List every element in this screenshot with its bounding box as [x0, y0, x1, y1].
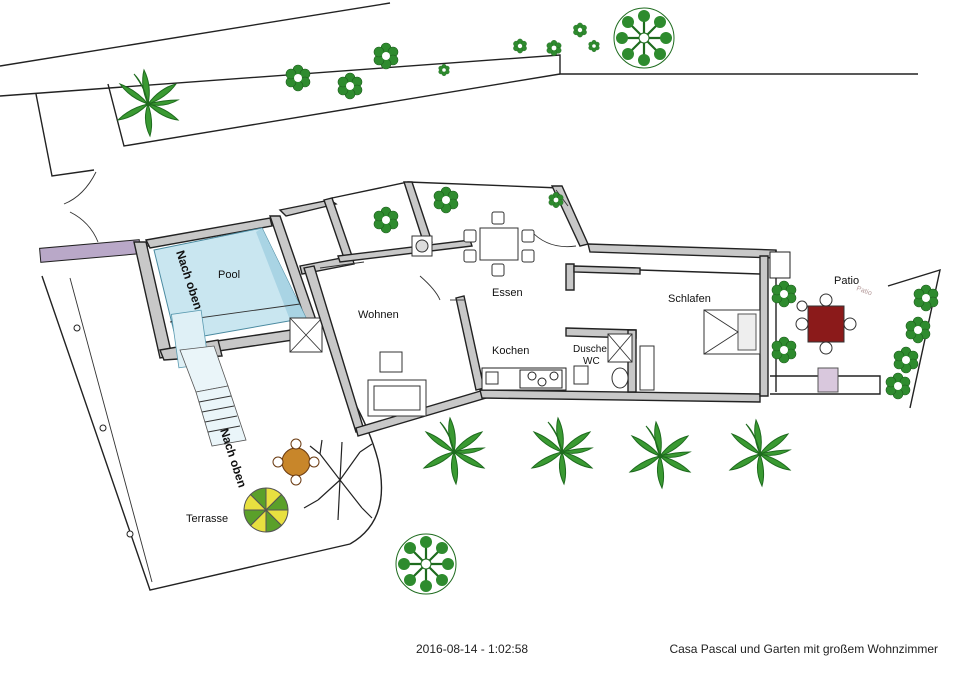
pool-area: [133, 215, 321, 369]
shrub-icon: [373, 206, 399, 234]
room-labels: Pool Wohnen Essen Kochen Schlafen Dusche…: [173, 249, 873, 525]
shrub-icon: [913, 284, 939, 312]
room-label-essen: Essen: [492, 287, 523, 299]
garden-boundary: [0, 2, 918, 147]
palm-icon: [531, 417, 593, 485]
room-label-dusche: Dusche: [573, 344, 607, 355]
terrace-outline: [41, 245, 383, 591]
palm-icon: [729, 419, 791, 487]
footer-title: Casa Pascal und Garten mit großem Wohnzi…: [669, 642, 938, 656]
kitchen-counter: [481, 367, 567, 391]
shrub-icon: [337, 72, 363, 100]
room-label-wohnen: Wohnen: [358, 309, 399, 321]
tree-icon: [394, 532, 458, 596]
shrub-icon: [771, 280, 797, 308]
room-label-patio-small: Patio: [855, 285, 872, 297]
room-label-pool: Pool: [218, 269, 240, 281]
living-furniture: [367, 235, 433, 417]
room-label-schlafen: Schlafen: [668, 293, 711, 305]
palm-icon: [117, 69, 179, 137]
bare-tree: [303, 439, 373, 521]
terrace-furniture: [243, 438, 373, 533]
shrub-icon: [905, 316, 931, 344]
bathroom-fixtures: [573, 333, 655, 391]
pool-stairs: [179, 345, 247, 447]
shrub-icon: [433, 186, 459, 214]
tree-icon: [612, 6, 676, 70]
room-label-terrasse: Terrasse: [186, 513, 228, 525]
palm-icon: [423, 417, 485, 485]
shrub-icon: [285, 64, 311, 92]
bed: [703, 309, 761, 355]
pool-shower: [289, 317, 323, 353]
room-label-wc: WC: [583, 356, 600, 367]
dining-table: [463, 211, 535, 277]
shrub-icon: [771, 336, 797, 364]
entrance-gate: [35, 93, 141, 263]
patio-area: [769, 250, 941, 409]
footer-date: 2016-08-14 - 1:02:58: [416, 642, 529, 656]
shrub-icon: [373, 42, 399, 70]
shrub-icon: [885, 372, 911, 400]
shrub-icon: [893, 346, 919, 374]
room-label-kochen: Kochen: [492, 345, 529, 357]
palm-icon: [629, 421, 691, 489]
room-label-patio: Patio: [834, 275, 859, 287]
